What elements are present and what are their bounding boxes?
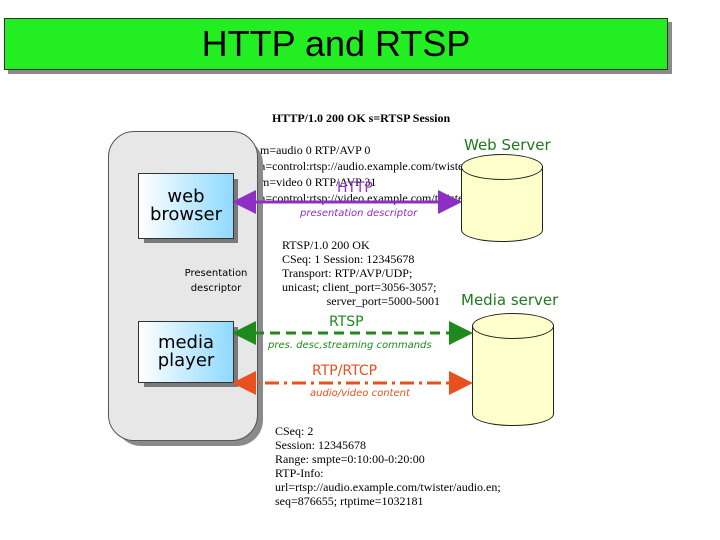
rtsp-reply-line: server_port=5000-5001 xyxy=(326,294,440,308)
play-reply-line: url=rtsp://audio.example.com/twister/aud… xyxy=(275,480,501,494)
web-server-cylinder xyxy=(461,154,543,242)
http-sublabel: presentation descriptor xyxy=(300,208,418,219)
play-reply-line: Range: smpte=0:10:00-0:20:00 xyxy=(275,452,425,466)
rtsp-reply-line: RTSP/1.0 200 OK xyxy=(282,238,370,252)
sdp-line: m=audio 0 RTP/AVP 0 xyxy=(260,143,371,157)
web-browser-box: web browser xyxy=(138,173,234,239)
title-banner: HTTP and RTSP xyxy=(4,18,668,70)
rtsp-sublabel: pres. desc,streaming commands xyxy=(268,340,432,351)
page-title: HTTP and RTSP xyxy=(201,23,471,64)
media-player-label: media player xyxy=(157,332,215,371)
media-server-label: Media server xyxy=(461,291,559,309)
rtp-label: RTP/RTCP xyxy=(312,363,378,379)
play-reply-line: Session: 12345678 xyxy=(275,438,367,452)
sdp-line: m=video 0 RTP/AVP 31 xyxy=(260,175,377,189)
sdp-block: HTTP/1.0 200 OK s=RTSP Session m=audio 0… xyxy=(260,94,512,206)
media-player-box: media player xyxy=(138,321,234,383)
rtsp-reply-line: CSeq: 1 Session: 12345678 xyxy=(282,252,415,266)
play-reply-line: seq=876655; rtptime=1032181 xyxy=(275,494,424,508)
presentation-descriptor-label: Presentation descriptor xyxy=(184,268,248,294)
play-reply-line: CSeq: 2 xyxy=(275,424,314,438)
media-server-cylinder-top xyxy=(472,313,554,339)
rtsp-reply-block: RTSP/1.0 200 OK CSeq: 1 Session: 1234567… xyxy=(260,238,440,308)
sdp-line: HTTP/1.0 200 OK s=RTSP Session xyxy=(260,94,512,142)
play-reply-line: RTP-Info: xyxy=(275,466,324,480)
http-label: HTTP xyxy=(337,180,373,196)
rtsp-label: RTSP xyxy=(329,314,364,330)
rtp-sublabel: audio/video content xyxy=(310,388,410,399)
media-server-cylinder xyxy=(472,313,554,426)
rtsp-reply-line: Transport: RTP/AVP/UDP; xyxy=(282,266,413,280)
web-browser-label: web browser xyxy=(149,186,223,225)
web-server-cylinder-top xyxy=(461,154,543,180)
sdp-status: HTTP/1.0 200 OK s=RTSP Session xyxy=(272,111,451,125)
rtsp-reply-line: unicast; client_port=3056-3057; xyxy=(282,280,437,294)
web-server-label: Web Server xyxy=(464,136,551,154)
media-server-cylinder-body xyxy=(472,325,554,426)
sdp-line: a=control:rtsp://audio.example.com/twist… xyxy=(260,159,512,173)
play-reply-block: CSeq: 2 Session: 12345678 Range: smpte=0… xyxy=(275,424,501,508)
